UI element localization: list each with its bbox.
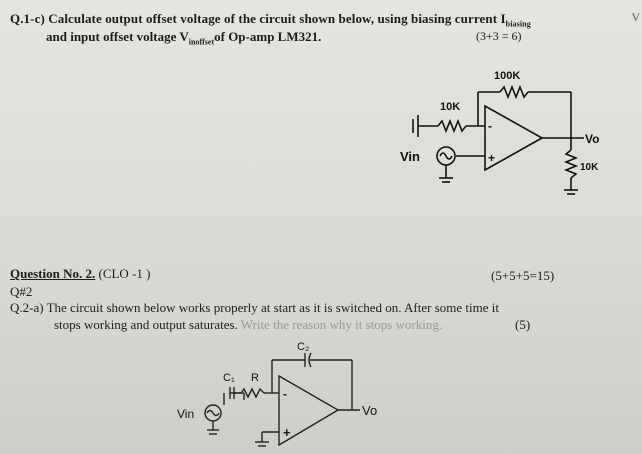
question-2-heading: Question No. 2. (CLO -1 ) (10, 266, 151, 281)
r-label: R (251, 372, 259, 384)
load-resistor-10k (563, 149, 579, 179)
c1-label: C₁ (223, 372, 235, 384)
question-2a-line1: Q.2-a) The circuit shown below works pro… (10, 300, 499, 315)
c2-label: C₂ (297, 341, 309, 353)
noninverting-sign-2: + (283, 425, 291, 440)
noninverting-sign: + (488, 151, 495, 165)
question-1c-line2: and input offset voltage Vinoffsetof Op-… (46, 29, 322, 47)
opamp-1 (484, 104, 544, 172)
question-2a-marks: (5) (515, 317, 531, 332)
page-edge-text: V (631, 10, 640, 24)
vo-label-1: Vo (585, 132, 599, 146)
resistor-r (240, 387, 265, 399)
vin-label-2: Vin (177, 407, 194, 421)
question-2-marks: (5+5+5=15) (491, 268, 555, 283)
input-resistor-10k (437, 118, 467, 134)
load-resistor-label: 10K (580, 162, 599, 173)
opamp-2 (278, 374, 340, 447)
feedback-resistor-label: 100K (494, 70, 520, 82)
feedback-resistor-100k (499, 84, 529, 100)
vin-label-1: Vin (400, 149, 420, 164)
question-1c-marks: (3+3 = 6) (476, 29, 522, 43)
inverting-sign-2: - (283, 387, 287, 401)
inverting-sign: - (488, 119, 492, 133)
question-2a-line2: stops working and output saturates. Writ… (54, 317, 443, 332)
vo-label-2: Vo (362, 403, 377, 418)
question-1c-line1: Q.1-c) Calculate output offset voltage o… (10, 11, 531, 29)
question-2-tag: Q#2 (10, 284, 33, 299)
input-resistor-label: 10K (440, 101, 460, 113)
